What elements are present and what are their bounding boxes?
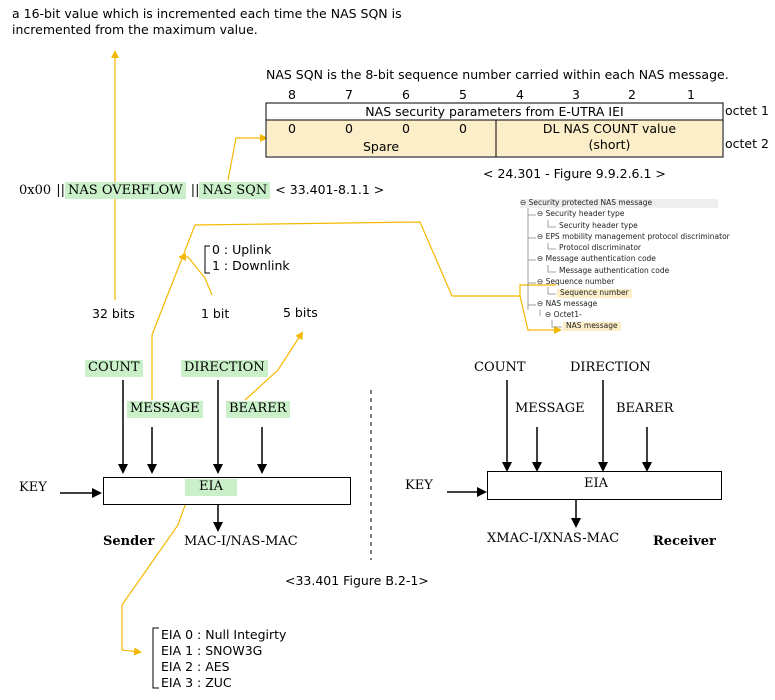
tree-item-highlighted[interactable]: Sequence number	[557, 288, 632, 298]
tree-guides	[527, 208, 562, 328]
eia-algorithm: EIA 3 : ZUC	[161, 675, 232, 690]
bit-number: 3	[572, 87, 580, 102]
tree-item-highlighted[interactable]: NAS message	[563, 321, 621, 331]
count-prefix: 0x00	[19, 183, 52, 198]
tree-item[interactable]: ⊖ Octet1-	[545, 310, 582, 319]
octet2-label: octet 2	[725, 136, 769, 151]
formula-separator: ||	[190, 183, 200, 198]
tree-item[interactable]: ⊖ Security header type	[537, 209, 625, 218]
sender-eia: EIA	[185, 479, 238, 496]
receiver-label: Receiver	[653, 534, 716, 549]
overflow-note-line2: incremented from the maximum value.	[12, 22, 258, 37]
ts33401-figure-reference: <33.401 Figure B.2-1>	[285, 573, 429, 588]
sender-key: KEY	[19, 480, 47, 495]
octet1-label: octet 1	[725, 103, 769, 118]
direction-downlink: 1 : Downlink	[212, 258, 290, 273]
nas-sqn-label: NAS SQN	[199, 182, 271, 199]
ts33401-section-reference: < 33.401-8.1.1 >	[275, 182, 385, 197]
count-bit-size: 32 bits	[92, 306, 135, 321]
spare-bit: 0	[402, 121, 410, 136]
tree-item[interactable]: Message authentication code	[559, 266, 670, 275]
bit-number: 6	[402, 87, 410, 102]
sender-message: MESSAGE	[127, 401, 203, 418]
receiver-mac-output: XMAC-I/XNAS-MAC	[487, 531, 620, 546]
sender-direction: DIRECTION	[181, 360, 268, 377]
bit-number: 7	[345, 87, 353, 102]
spare-bit: 0	[459, 121, 467, 136]
collapse-icon: ⊖	[537, 277, 546, 286]
eia-algorithm: EIA 1 : SNOW3G	[161, 643, 263, 658]
collapse-icon: ⊖	[537, 299, 546, 308]
receiver-direction: DIRECTION	[570, 360, 651, 375]
nas-overflow-label: NAS OVERFLOW	[65, 182, 186, 199]
collapse-icon: ⊖	[537, 254, 546, 263]
sender-mac-output: MAC-I/NAS-MAC	[184, 534, 298, 549]
receiver-eia-box	[487, 471, 722, 500]
tree-item[interactable]: ⊖ Sequence number	[537, 277, 615, 286]
direction-uplink: 0 : Uplink	[212, 242, 272, 257]
collapse-icon: ⊖	[545, 310, 554, 319]
collapse-icon: ⊖	[537, 232, 546, 241]
bit-number: 2	[628, 87, 636, 102]
tree-item[interactable]: ⊖ Security protected NAS message	[520, 198, 718, 208]
brackets	[152, 245, 210, 689]
receiver-count: COUNT	[474, 360, 526, 375]
bit-number: 1	[687, 87, 695, 102]
spare-bit: 0	[345, 121, 353, 136]
nas-sqn-note: NAS SQN is the 8-bit sequence number car…	[266, 67, 729, 82]
sender-arrows	[60, 380, 267, 532]
bit-number: 8	[288, 87, 296, 102]
direction-bit-size: 1 bit	[201, 306, 230, 321]
bit-number: 4	[516, 87, 524, 102]
collapse-icon: ⊖	[520, 198, 529, 207]
ie-table-lines	[265, 102, 724, 158]
receiver-key: KEY	[405, 478, 433, 493]
receiver-arrows	[447, 380, 652, 528]
collapse-icon: ⊖	[537, 209, 546, 218]
tree-item[interactable]: ⊖ Message authentication code	[537, 254, 656, 263]
dl-nas-count-short: (short)	[588, 137, 631, 152]
orange-connectors	[111, 50, 562, 656]
tree-item[interactable]: ⊖ EPS mobility management protocol discr…	[537, 232, 730, 241]
spare-label: Spare	[362, 139, 400, 154]
eia-algorithm: EIA 2 : AES	[161, 659, 230, 674]
ts24301-reference: < 24.301 - Figure 9.9.2.6.1 >	[483, 166, 666, 181]
tree-item[interactable]: ⊖ NAS message	[537, 299, 598, 308]
dl-nas-count-label: DL NAS COUNT value	[542, 121, 677, 136]
bit-number: 5	[459, 87, 467, 102]
spare-bit: 0	[288, 121, 296, 136]
sender-label: Sender	[103, 534, 155, 549]
ie-row1-label: NAS security parameters from E-UTRA IEI	[365, 104, 624, 119]
tree-item[interactable]: Protocol discriminator	[559, 243, 642, 252]
sender-bearer: BEARER	[226, 401, 290, 418]
tree-item[interactable]: Security header type	[559, 221, 638, 230]
receiver-eia: EIA	[584, 476, 609, 491]
eia-algorithm: EIA 0 : Null Integirty	[161, 627, 287, 642]
count-formula: 0x00 ||NAS OVERFLOW ||NAS SQN < 33.401-8…	[19, 180, 384, 199]
overflow-note-line1: a 16-bit value which is incremented each…	[12, 6, 402, 21]
formula-separator: ||	[56, 183, 66, 198]
receiver-bearer: BEARER	[616, 401, 674, 416]
sender-count: COUNT	[85, 360, 143, 377]
receiver-message: MESSAGE	[515, 401, 585, 416]
bearer-bit-size: 5 bits	[283, 305, 318, 320]
